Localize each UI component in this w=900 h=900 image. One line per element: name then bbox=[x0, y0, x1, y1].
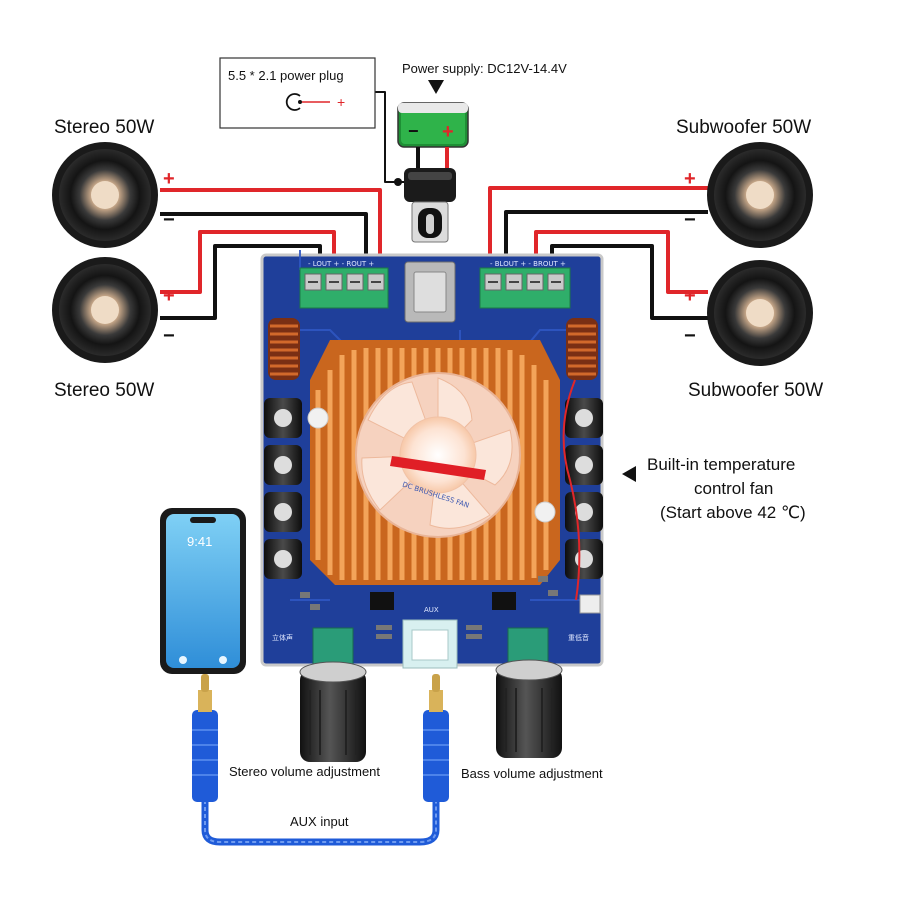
speaker-wires bbox=[160, 91, 708, 320]
plus-marker: + bbox=[442, 121, 454, 143]
plus-marker: + bbox=[163, 285, 175, 307]
aux-cable bbox=[192, 674, 449, 846]
stereo-top-label: Stereo 50W bbox=[54, 117, 154, 138]
subwoofer-bottom-label: Subwoofer 50W bbox=[688, 380, 823, 401]
svg-text:- BLOUT + - BROUT +: - BLOUT + - BROUT + bbox=[490, 260, 566, 268]
chip-right bbox=[492, 592, 516, 610]
plus-marker: + bbox=[337, 94, 345, 110]
fan-label-line2: control fan bbox=[694, 479, 773, 498]
bass-volume-label: Bass volume adjustment bbox=[461, 766, 603, 781]
svg-text:- LOUT + - ROUT +: - LOUT + - ROUT + bbox=[308, 260, 374, 268]
fan-stripe bbox=[390, 456, 486, 480]
minus-marker: − bbox=[163, 209, 175, 231]
fan-label-line1: Built-in temperature bbox=[647, 455, 795, 474]
stereo-volume-label: Stereo volume adjustment bbox=[229, 764, 380, 779]
speaker-stereo-top bbox=[52, 142, 158, 248]
power-plug-callout: 5.5 * 2.1 power plug + bbox=[219, 57, 376, 129]
board-aux-label: AUX bbox=[424, 606, 439, 614]
speaker-stereo-bottom bbox=[52, 257, 158, 363]
arrow-down-icon bbox=[428, 80, 444, 94]
fan-connector bbox=[579, 594, 601, 614]
minus-marker: − bbox=[684, 209, 696, 231]
board-left-label: 立体声 bbox=[272, 633, 293, 642]
board-right-label: 重低音 bbox=[568, 633, 589, 642]
camera-icon bbox=[219, 656, 227, 664]
phone-clock: 9:41 bbox=[187, 534, 212, 549]
aux-input-label: AUX input bbox=[290, 814, 349, 829]
inductor-left bbox=[268, 318, 300, 380]
chip-left bbox=[370, 592, 394, 610]
subwoofer-top-label: Subwoofer 50W bbox=[676, 117, 811, 138]
inductor-right bbox=[566, 318, 598, 380]
polarity-markers: + − + − + − + − bbox=[163, 168, 696, 347]
bass-volume-knob[interactable] bbox=[495, 659, 563, 758]
speaker-sub-top bbox=[707, 142, 813, 248]
speaker-sub-bottom bbox=[707, 260, 813, 366]
power-plug-label: 5.5 * 2.1 power plug bbox=[228, 68, 344, 83]
stereo-bottom-label: Stereo 50W bbox=[54, 380, 154, 401]
plug-symbol-icon bbox=[285, 93, 301, 111]
minus-marker: − bbox=[163, 325, 175, 347]
capacitors-left bbox=[264, 398, 302, 579]
plus-marker: + bbox=[163, 168, 175, 190]
cooling-fan: DC BRUSHLESS FAN bbox=[355, 372, 521, 538]
plus-marker: + bbox=[684, 285, 696, 307]
phone-icon bbox=[179, 656, 187, 664]
terminal-block-right: - BLOUT + - BROUT + bbox=[479, 260, 571, 309]
power-supply-label: Power supply: DC12V-14.4V bbox=[402, 61, 567, 76]
stereo-volume-knob[interactable] bbox=[299, 661, 367, 762]
plus-marker: + bbox=[684, 168, 696, 190]
capacitors-right bbox=[565, 398, 603, 579]
minus-marker: − bbox=[684, 325, 696, 347]
smartphone: 9:41 bbox=[160, 508, 246, 674]
terminal-block-left: - LOUT + - ROUT + bbox=[299, 260, 389, 309]
minus-marker: − bbox=[408, 121, 419, 141]
fan-label-line3: (Start above 42 ℃) bbox=[660, 503, 806, 522]
power-supply: Power supply: DC12V-14.4V − + bbox=[397, 61, 567, 243]
arrow-left-icon bbox=[622, 466, 636, 482]
amplifier-board: - LOUT + - ROUT + - BLOUT + - BROUT + bbox=[260, 250, 604, 677]
